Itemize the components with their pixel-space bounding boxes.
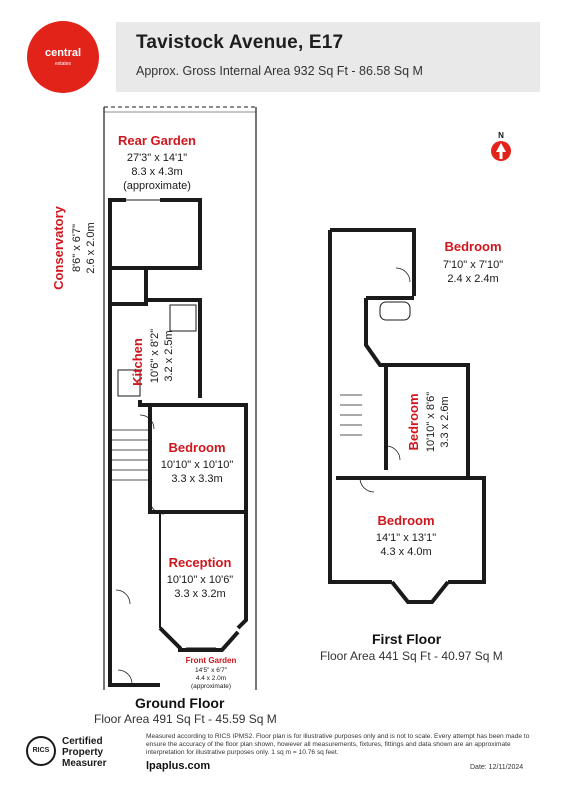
reception-label: Reception <box>169 555 232 570</box>
rear-garden-note: (approximate) <box>123 180 191 192</box>
first-bedroom-front-label: Bedroom <box>377 513 434 528</box>
rear-garden-dim-imperial: 27'3" x 14'1" <box>127 152 187 164</box>
ground-bedroom-dim-metric: 3.3 x 3.3m <box>171 473 222 485</box>
front-garden-dim-imperial: 14'5" x 6'7" <box>195 667 228 674</box>
logo-name: central <box>44 47 82 59</box>
first-floor-title: First Floor <box>372 631 442 647</box>
first-bedroom-top-dim-imperial: 7'10" x 7'10" <box>443 259 503 271</box>
first-bedroom-front-dim-imperial: 14'1" x 13'1" <box>376 532 436 544</box>
ground-bedroom-label: Bedroom <box>168 440 225 455</box>
central-logo: central estates <box>27 21 99 93</box>
reception-dim-metric: 3.3 x 3.2m <box>174 588 225 600</box>
rear-garden-label: Rear Garden <box>118 133 196 148</box>
conservatory-label: Conservatory <box>51 205 66 290</box>
first-bedroom-mid-dim-metric: 3.3 x 2.6m <box>439 396 451 447</box>
ground-floor-area: Floor Area 491 Sq Ft - 45.59 Sq M <box>94 712 277 726</box>
website-link[interactable]: lpaplus.com <box>146 760 211 772</box>
north-label: N <box>498 131 504 140</box>
rics-badge: RICS Certified Property Measurer <box>26 736 132 769</box>
kitchen-dim-imperial: 10'6" x 8'2" <box>149 329 161 383</box>
front-garden-note: (approximate) <box>191 683 231 690</box>
header-banner: Tavistock Avenue, E17 Approx. Gross Inte… <box>116 22 540 92</box>
gross-area: Approx. Gross Internal Area 932 Sq Ft - … <box>136 64 423 78</box>
first-floor-area: Floor Area 441 Sq Ft - 40.97 Sq M <box>320 649 503 663</box>
rics-logo-icon: RICS <box>26 736 56 766</box>
front-garden-dim-metric: 4.4 x 2.0m <box>196 675 226 682</box>
rics-badge-text: Certified Property Measurer <box>62 736 106 769</box>
reception-dim-imperial: 10'10" x 10'6" <box>167 574 234 586</box>
first-floor-plan <box>328 228 486 604</box>
ground-floor-plan <box>103 106 257 690</box>
first-bedroom-top-label: Bedroom <box>444 239 501 254</box>
badge-line-1: Certified <box>62 736 103 747</box>
kitchen-dim-metric: 3.2 x 2.5m <box>163 330 175 381</box>
badge-line-2: Property <box>62 747 104 758</box>
first-bedroom-front-dim-metric: 4.3 x 4.0m <box>380 546 431 558</box>
front-garden-label: Front Garden <box>186 656 237 665</box>
property-title: Tavistock Avenue, E17 <box>136 32 344 53</box>
rear-garden-dim-metric: 8.3 x 4.3m <box>131 166 182 178</box>
logo-tagline: estates <box>54 61 72 67</box>
first-bedroom-top-dim-metric: 2.4 x 2.4m <box>447 273 498 285</box>
conservatory-dim-imperial: 8'6" x 6'7" <box>71 224 83 272</box>
ground-floor-title: Ground Floor <box>135 695 225 711</box>
first-bedroom-mid-label: Bedroom <box>406 393 421 450</box>
first-bedroom-mid-dim-imperial: 10'10" x 8'6" <box>425 392 437 452</box>
north-arrow-icon: N <box>491 131 511 161</box>
badge-line-3: Measurer <box>62 758 107 769</box>
kitchen-label: Kitchen <box>130 338 145 386</box>
conservatory-dim-metric: 2.6 x 2.0m <box>85 222 97 273</box>
disclaimer-text: Measured according to RICS IPMS2. Floor … <box>146 733 530 756</box>
ground-bedroom-dim-imperial: 10'10" x 10'10" <box>161 459 234 471</box>
plan-date: Date: 12/11/2024 <box>470 764 524 771</box>
